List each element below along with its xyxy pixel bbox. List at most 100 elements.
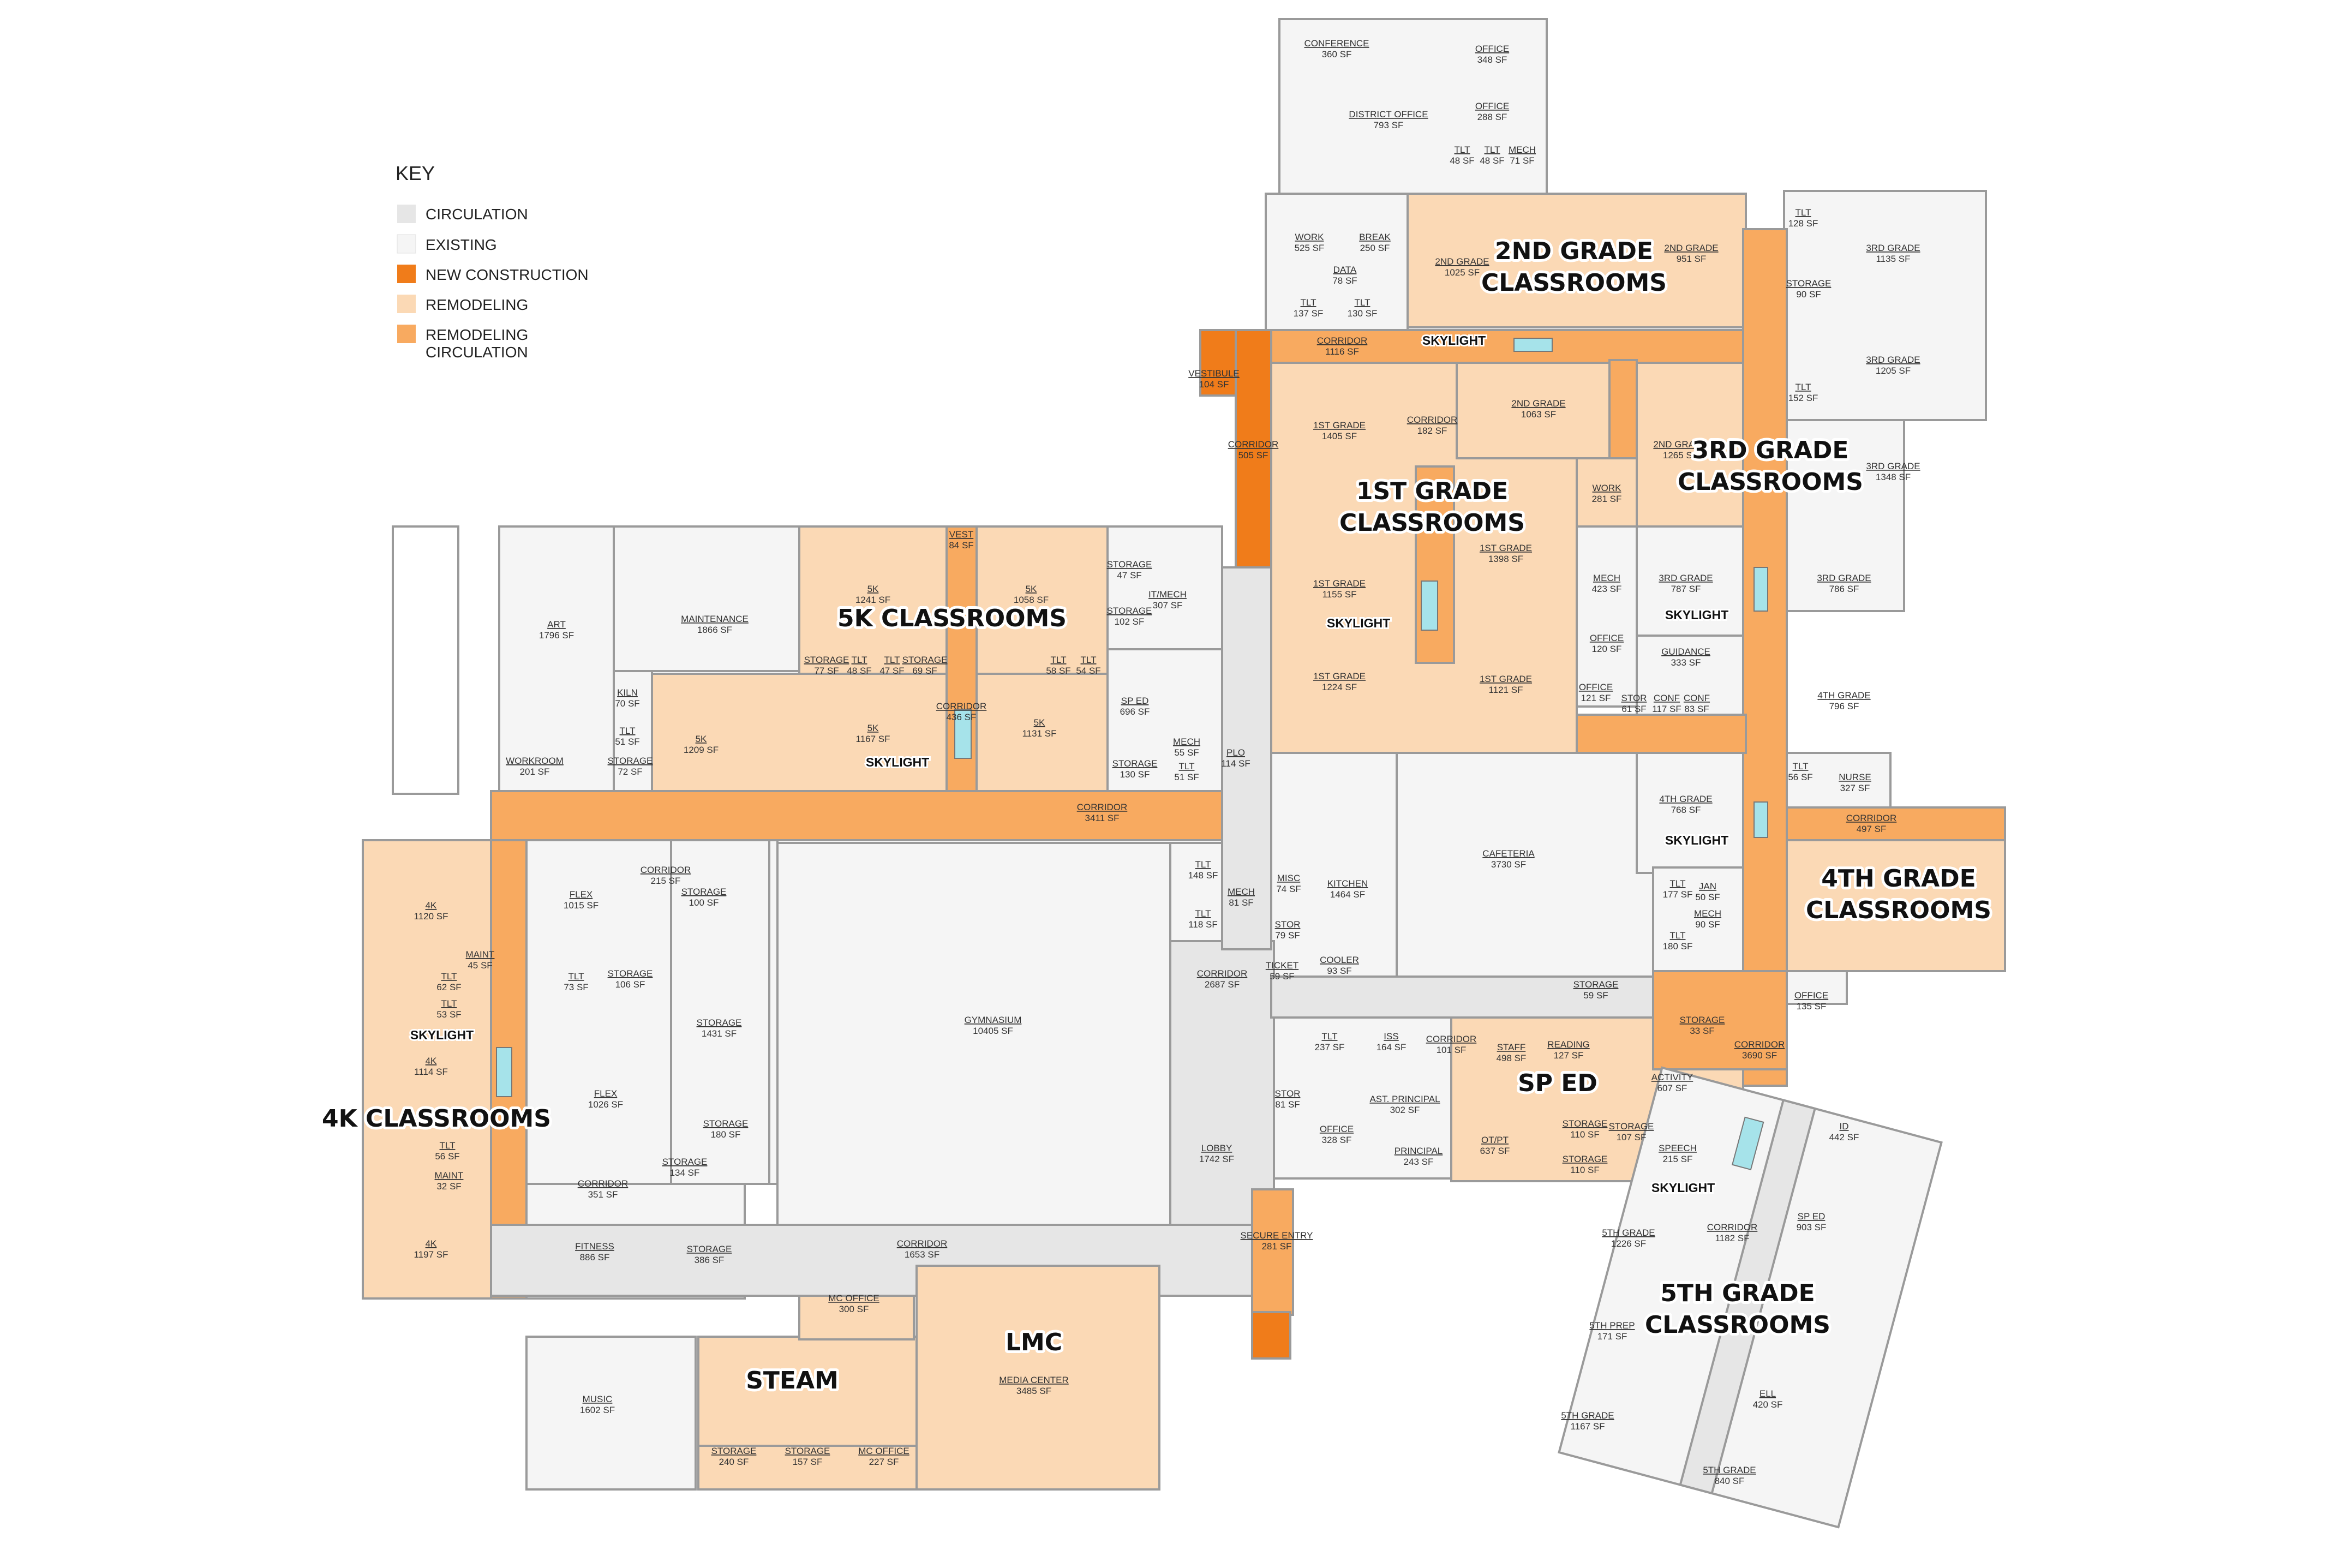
room-area: 840 SF [1715, 1476, 1745, 1486]
room-name: STORAGE [697, 1018, 742, 1028]
room-area: 107 SF [1617, 1132, 1647, 1142]
room-area: 442 SF [1829, 1132, 1859, 1142]
room-area: 1653 SF [905, 1249, 939, 1260]
room-name: STORAGE [1563, 1154, 1608, 1164]
room-name: OFFICE [1320, 1124, 1354, 1134]
skylight-grade1 [1421, 580, 1438, 631]
room-area: 288 SF [1477, 112, 1507, 122]
room-area: 10405 SF [973, 1026, 1013, 1036]
storage-block-west [670, 839, 770, 1185]
room-area: 56 SF [435, 1151, 459, 1162]
room-area: 420 SF [1753, 1399, 1783, 1410]
legend-label-remodeling: REMODELING [426, 296, 528, 313]
room-name: FITNESS [575, 1241, 614, 1252]
room-name: TLT [852, 655, 867, 665]
zone-label-k4: 4K CLASSROOMS [322, 1105, 551, 1133]
room-name: STORAGE [1786, 278, 1832, 289]
room-area: 328 SF [1322, 1135, 1352, 1145]
k4-block [362, 839, 492, 1300]
room-name: TLT [441, 971, 457, 982]
grade3-upper-block [1783, 190, 1987, 421]
room-name: TLT [1485, 145, 1500, 155]
skylight-label: SKYLIGHT [410, 1028, 474, 1042]
room-name: AST. PRINCIPAL [1369, 1094, 1440, 1104]
room-name: 1ST GRADE [1480, 543, 1532, 553]
admin-block [1273, 1016, 1452, 1180]
gymnasium-block [776, 842, 1171, 1226]
room-area: 793 SF [1374, 120, 1404, 130]
corridor-spine-east [1742, 228, 1788, 1087]
room-name: JAN [1699, 881, 1716, 891]
room-area: 1197 SF [414, 1249, 448, 1260]
room-area: 1135 SF [1876, 254, 1910, 264]
room-area: 74 SF [1276, 884, 1301, 894]
room-name: TLT [1455, 145, 1470, 155]
room-name: 5K [1034, 717, 1045, 728]
skylight-label: SKYLIGHT [1665, 608, 1728, 622]
room-name: MC OFFICE [858, 1446, 909, 1456]
room-name: VEST [949, 529, 973, 540]
skylight-label: SKYLIGHT [1422, 333, 1486, 348]
district-office-wing [1278, 18, 1548, 195]
room-name: OFFICE [1475, 44, 1509, 54]
room-area: 327 SF [1840, 783, 1870, 793]
corridor-3690 [1652, 970, 1788, 1070]
room-name: 2ND GRADE [1435, 256, 1489, 267]
room-name: SP ED [1121, 696, 1149, 706]
room-area: 1348 SF [1876, 472, 1911, 482]
room-name: ART [547, 619, 566, 630]
room-area: 1155 SF [1322, 589, 1356, 600]
room-name: STORAGE [608, 968, 653, 979]
room-area: 47 SF [879, 666, 904, 676]
room-area: 796 SF [1829, 701, 1859, 711]
kitchen-block [1270, 752, 1398, 983]
maintenance-block [613, 525, 800, 672]
room-name: PLO [1226, 747, 1245, 758]
room-name: TLT [441, 998, 457, 1009]
skylight-5k [954, 709, 972, 759]
skylight-label: SKYLIGHT [1665, 833, 1728, 847]
legend-item-new-construction: NEW CONSTRUCTION [397, 265, 589, 283]
room-area: 137 SF [1294, 308, 1324, 319]
skylight-label: SKYLIGHT [1327, 616, 1390, 630]
room-name: 3RD GRADE [1659, 573, 1713, 583]
room-area: 360 SF [1322, 49, 1352, 59]
room-name: TLT [1322, 1031, 1338, 1042]
room-area: 32 SF [436, 1181, 461, 1192]
room-name: TLT [568, 971, 584, 982]
room-area: 333 SF [1671, 657, 1701, 668]
room-name: 5TH PREP [1589, 1320, 1635, 1331]
room-name: CORRIDOR [1426, 1034, 1477, 1044]
room-area: 84 SF [949, 540, 973, 550]
room-area: 786 SF [1829, 584, 1859, 594]
